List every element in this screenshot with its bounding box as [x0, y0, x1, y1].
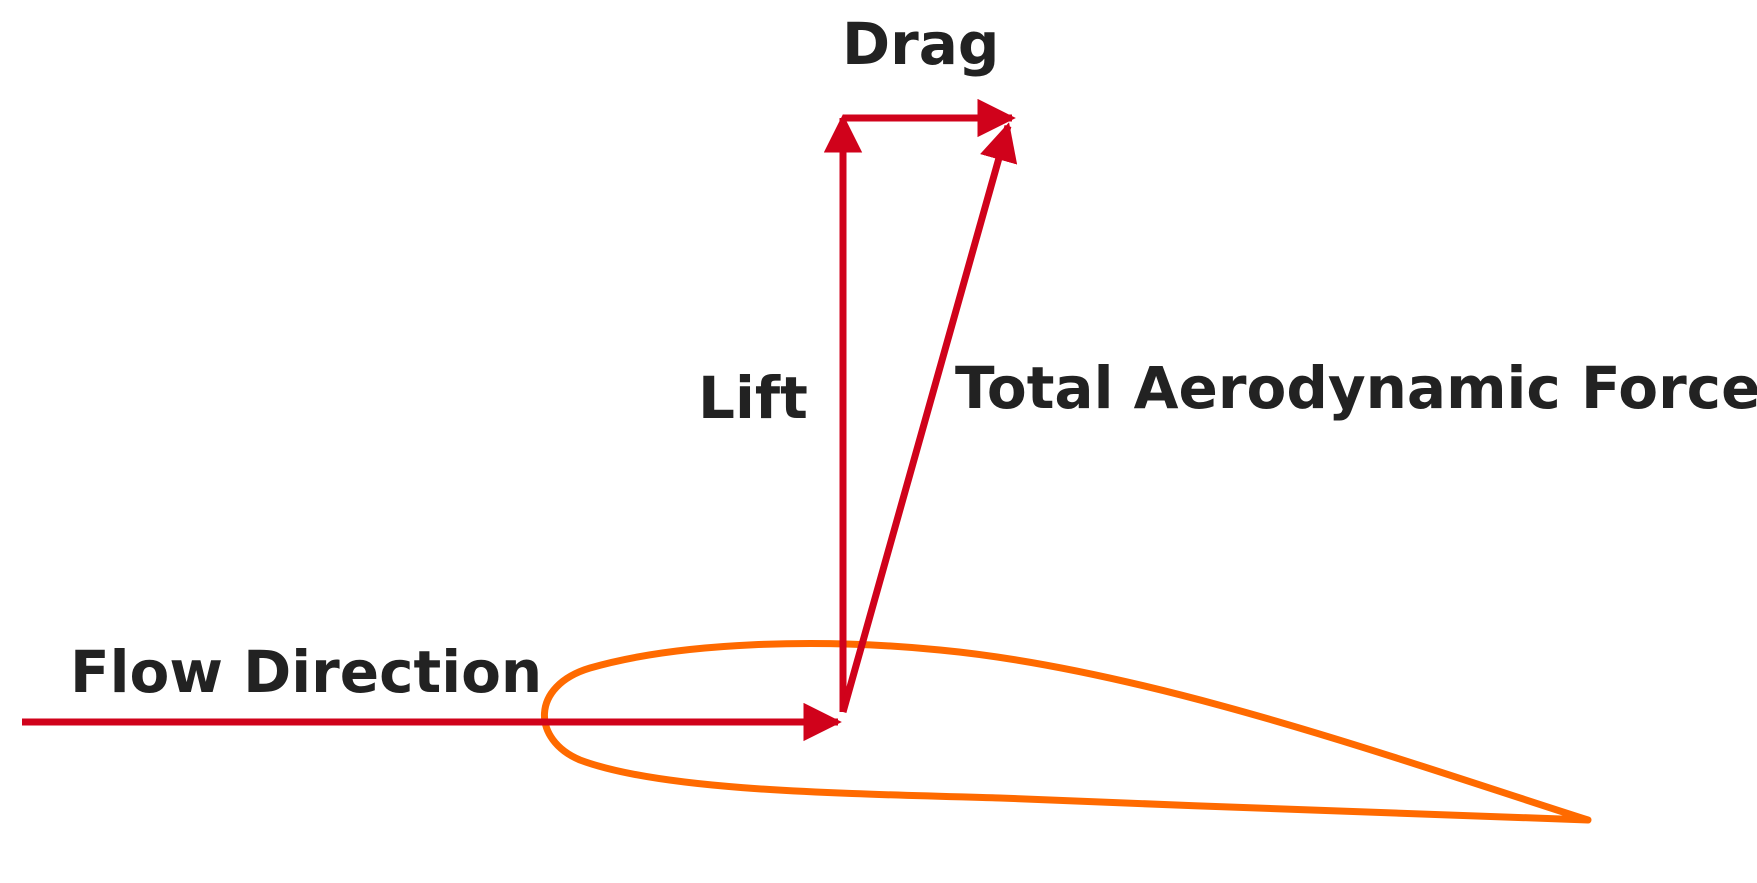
- drag-label: Drag: [842, 10, 999, 78]
- flow-direction-label: Flow Direction: [70, 638, 542, 706]
- total-force-label: Total Aerodynamic Force: [955, 354, 1757, 422]
- airfoil-outline: [541, 640, 1592, 824]
- total-force-arrow: [839, 122, 1018, 713]
- lift-label: Lift: [698, 364, 808, 432]
